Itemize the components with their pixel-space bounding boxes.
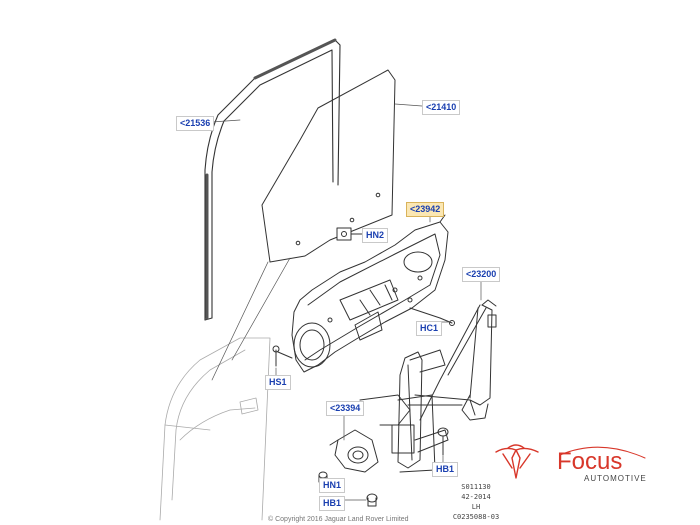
diagram-info-block: S011130 42-2014 LH C0235088-03 — [446, 482, 506, 522]
window-regulator-motor — [329, 349, 449, 473]
glass-run-channel — [204, 38, 341, 321]
callout-hs1: HS1 — [265, 375, 291, 390]
info-line-3: LH — [471, 503, 481, 511]
info-line-4: C0235088-03 — [452, 513, 500, 521]
callout-hc1: HC1 — [416, 321, 443, 336]
callout-23394: <23394 — [326, 401, 365, 416]
door-glass — [261, 69, 396, 263]
brand-name: Focus — [557, 448, 623, 475]
callout-leaders — [211, 103, 482, 501]
callout-21410: <21410 — [422, 100, 461, 115]
door-outline — [159, 337, 271, 521]
guide-lines — [211, 257, 291, 381]
bolt-hb1-right — [437, 427, 449, 456]
brand-tagline: AUTOMOTIVE — [584, 474, 647, 483]
stud-hs1 — [272, 345, 293, 367]
door-module-carrier — [291, 214, 449, 373]
copyright-notice: © Copyright 2016 Jaguar Land Rover Limit… — [268, 516, 409, 523]
info-line-1: S011130 — [461, 483, 491, 491]
callout-hn2: HN2 — [362, 228, 389, 243]
callout-23942: <23942 — [406, 202, 445, 217]
brand-logo-mark — [495, 444, 539, 479]
brand-swoosh — [559, 446, 646, 459]
info-line-2: 42-2014 — [461, 493, 491, 501]
callout-hb1-right: HB1 — [432, 462, 459, 477]
nut-hn2 — [336, 227, 365, 241]
callout-hb1-bottom: HB1 — [319, 496, 346, 511]
callout-23200: <23200 — [462, 267, 501, 282]
callout-hn1: HN1 — [319, 478, 346, 493]
callout-21536: <21536 — [176, 116, 215, 131]
window-regulator-23200 — [407, 299, 497, 421]
bolt-hb1-bottom — [366, 493, 378, 507]
